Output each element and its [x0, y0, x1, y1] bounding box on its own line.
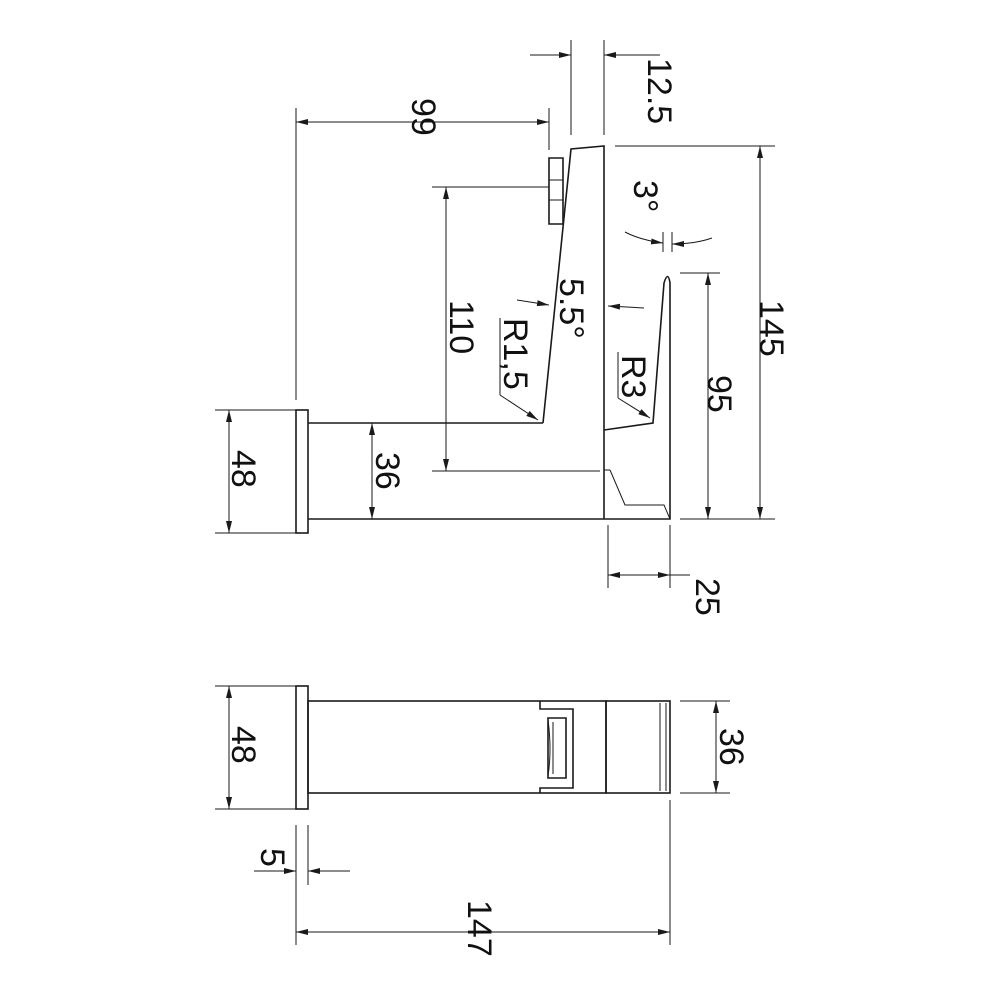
dim-48-side: 48	[215, 409, 296, 534]
side-view	[295, 145, 671, 534]
dim-36-side: 36	[368, 423, 406, 519]
aerator-side	[548, 157, 564, 225]
dim-label-r1-5: R1,5	[496, 318, 534, 390]
dim-label-3-degree: 3°	[626, 180, 664, 213]
wall-flange-side	[295, 409, 309, 534]
dim-label-48-side: 48	[224, 450, 262, 488]
dim-label-r3: R3	[614, 355, 652, 398]
dim-r1-5: R1,5	[496, 318, 539, 421]
dim-label-5: 5	[253, 848, 291, 867]
dim-r3: R3	[614, 352, 652, 419]
dim-label-12-5: 12.5	[640, 58, 678, 124]
lever-side	[603, 275, 671, 520]
wall-flange-top	[295, 685, 309, 810]
dim-label-147: 147	[460, 900, 498, 957]
aerator-top-detail	[547, 719, 554, 777]
dim-145: 145	[615, 145, 790, 520]
dim-label-5-5-degree: 5.5°	[552, 278, 590, 339]
dim-12-5: 12.5	[530, 40, 678, 135]
spout-side	[542, 145, 605, 519]
dim-147: 147	[296, 800, 671, 957]
dim-label-110: 110	[442, 300, 480, 354]
lever-base-detail	[604, 469, 671, 520]
lever-grooves	[605, 701, 667, 793]
dim-110: 110	[432, 186, 600, 472]
dim-95: 95	[680, 272, 738, 519]
dim-label-36-side: 36	[368, 452, 406, 490]
dim-label-48-top: 48	[224, 726, 262, 764]
aerator-detail	[549, 179, 563, 201]
aerator-top	[539, 701, 574, 793]
dim-25: 25	[607, 525, 726, 616]
aerator-top-inner	[547, 717, 567, 779]
top-view	[295, 685, 671, 810]
dim-label-145: 145	[752, 300, 790, 357]
body-top	[307, 700, 607, 794]
dim-label-25: 25	[688, 578, 726, 616]
dim-5: 5	[253, 825, 350, 945]
dim-36-top: 36	[680, 700, 750, 794]
dim-label-99: 99	[404, 98, 442, 136]
dim-label-36-top: 36	[712, 728, 750, 766]
dim-48-top: 48	[215, 685, 296, 810]
dim-99: 99	[295, 98, 550, 400]
dim-label-95: 95	[700, 375, 738, 413]
dim-3-degree: 3°	[624, 180, 713, 252]
body-side	[308, 422, 604, 520]
dim-5-5-degree: 5.5°	[516, 278, 645, 339]
